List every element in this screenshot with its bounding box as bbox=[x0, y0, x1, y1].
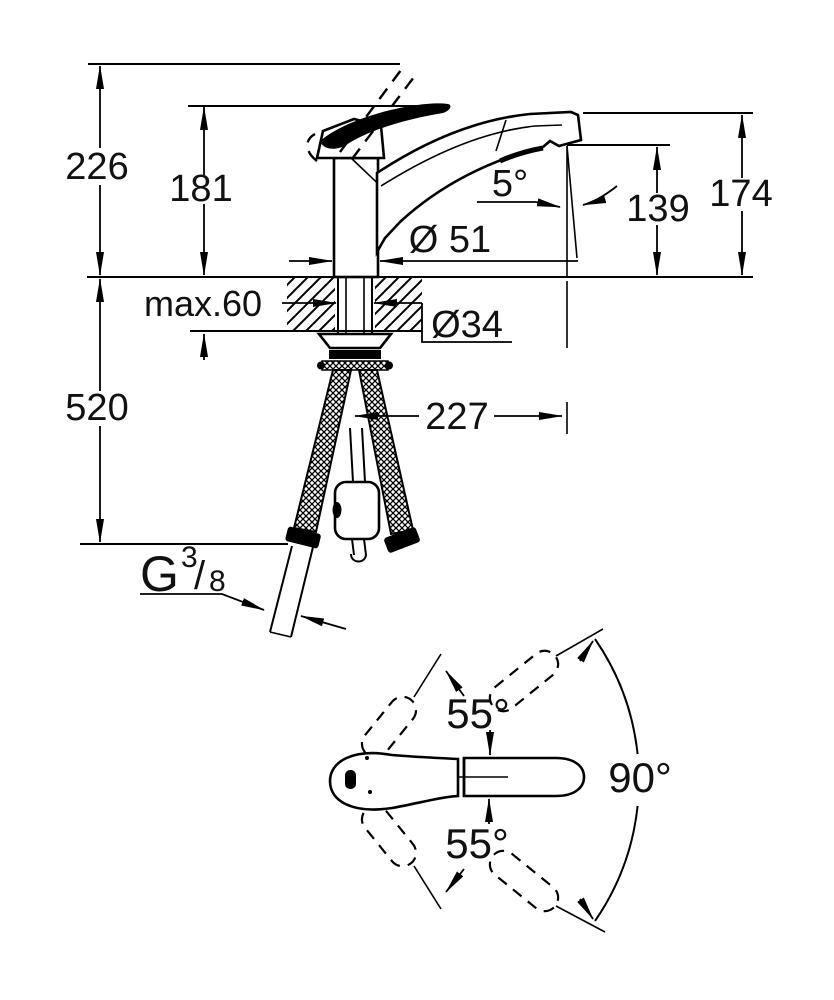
mounting-nut bbox=[329, 350, 381, 359]
mounting-shank bbox=[337, 277, 373, 334]
ext-line-lower-left bbox=[413, 865, 442, 910]
mounting-washer bbox=[316, 332, 394, 350]
dim-spout-height-label: 174 bbox=[709, 173, 772, 215]
ext-line-upper-right bbox=[555, 628, 604, 657]
outlet-centerline bbox=[566, 145, 578, 434]
faucet-side-view: 226 181 174 139 5° Ø 51 max.60 Ø34 520 2… bbox=[65, 63, 773, 638]
spout bbox=[375, 110, 583, 257]
spray-head-joint bbox=[495, 119, 507, 152]
dim-outlet-height-label: 139 bbox=[626, 188, 689, 230]
dimension-lines bbox=[80, 65, 746, 630]
angle-lower-label: 55° bbox=[445, 820, 509, 867]
lever-handle bbox=[320, 103, 451, 149]
dim-outlet-angle-label: 5° bbox=[492, 163, 528, 205]
dim-hole-diameter-label: Ø34 bbox=[431, 304, 503, 346]
handle-slot bbox=[345, 770, 356, 789]
thread-size-label: G 3 / 8 bbox=[140, 541, 226, 602]
faucet-top-view: 55° 55° 90° bbox=[328, 628, 672, 933]
deck-hatch-left bbox=[287, 277, 335, 331]
connection-tube bbox=[269, 545, 314, 638]
spout-position-upper-right-dashed bbox=[488, 649, 560, 713]
dim-body-height-label: 181 bbox=[169, 168, 232, 210]
swivel-arc-upper bbox=[594, 638, 639, 755]
hose-weight bbox=[333, 480, 381, 541]
hose-collar bbox=[321, 360, 389, 371]
handle-position-lower-left-dashed bbox=[360, 804, 418, 868]
handle-lever-top bbox=[462, 756, 586, 798]
supply-hose-left bbox=[292, 369, 353, 534]
hose-collar-end-right bbox=[385, 361, 393, 370]
handle-dot-lower bbox=[368, 790, 372, 794]
dim-below-deck-label: 520 bbox=[65, 387, 128, 429]
thread-slash: / bbox=[194, 554, 206, 598]
dim-max-deck-label: max.60 bbox=[144, 283, 262, 324]
angle-arrows bbox=[445, 640, 594, 920]
swivel-arc-lower bbox=[594, 805, 639, 922]
angle-upper-label: 55° bbox=[446, 690, 510, 737]
thread-g: G bbox=[140, 546, 179, 602]
pullout-hose bbox=[332, 427, 381, 563]
thread-numerator: 3 bbox=[181, 541, 198, 574]
faucet-base-column bbox=[332, 156, 380, 279]
thread-denominator: 8 bbox=[209, 565, 226, 598]
ext-line-lower-right bbox=[555, 905, 606, 933]
handle-position-upper-left-dashed bbox=[360, 695, 418, 759]
spout-inner-line bbox=[380, 124, 563, 187]
lever-raised-dashed bbox=[306, 65, 415, 162]
angle-swivel-label: 90° bbox=[608, 754, 672, 801]
deck-hatch-right bbox=[375, 277, 422, 331]
hose-fitting-right bbox=[384, 527, 420, 553]
spray-head-accent bbox=[498, 145, 544, 164]
hose-collar-end-left bbox=[317, 361, 325, 370]
handle-body-top bbox=[328, 751, 460, 811]
handle-dot-upper bbox=[365, 756, 369, 760]
hose-fitting-left bbox=[285, 526, 321, 549]
ext-line-upper-left bbox=[413, 653, 442, 698]
spout-position-lower-right-dashed bbox=[488, 849, 560, 913]
dim-base-diameter-label: Ø 51 bbox=[409, 219, 491, 261]
dim-total-height-label: 226 bbox=[65, 146, 128, 188]
dim-spout-reach-label: 227 bbox=[425, 396, 488, 438]
